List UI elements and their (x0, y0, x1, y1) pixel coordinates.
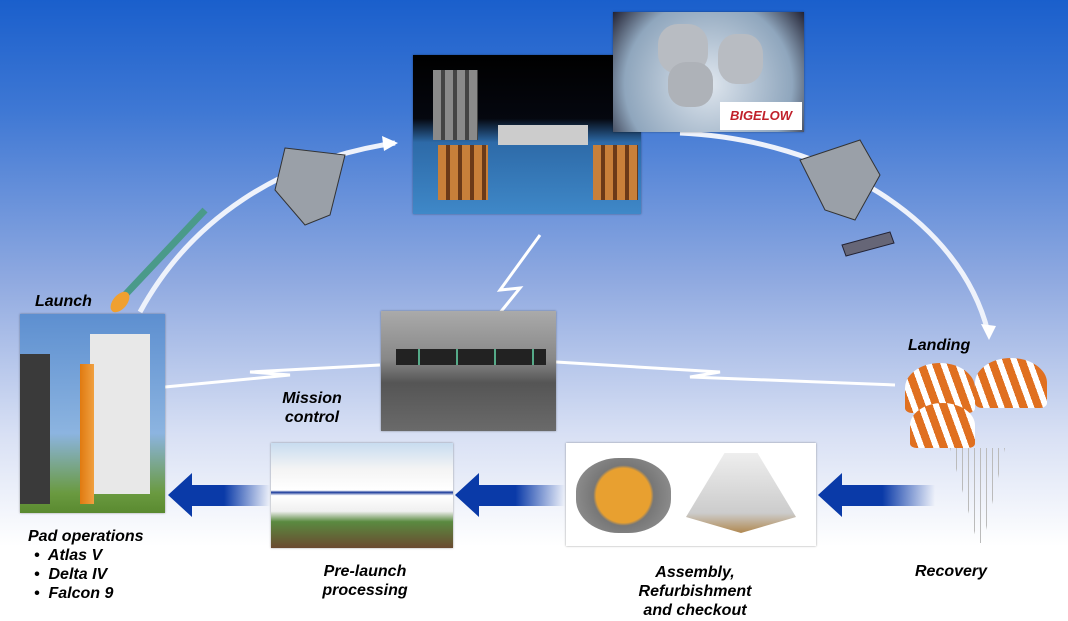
flow-arrow (168, 473, 270, 517)
flow-arrow (455, 473, 565, 517)
assembly-line1: Assembly, (655, 564, 735, 581)
vehicle-list: • Atlas V • Delta IV • Falcon 9 (28, 546, 144, 603)
pad-operations-title: Pad operations (28, 528, 144, 545)
prelaunch-facility-photo (271, 443, 453, 548)
mission-control-line2: control (284, 409, 340, 426)
prelaunch-line1: Pre-launch (323, 563, 407, 580)
bigelow-photo: BIGELOW (613, 12, 804, 132)
pad-operations-label: Pad operations • Atlas V • Delta IV • Fa… (28, 527, 144, 603)
mission-control-line1: Mission (282, 390, 342, 407)
rocket-icon (110, 207, 208, 313)
assembly-line2: Refurbishment (638, 583, 752, 600)
assembly-photo (566, 443, 816, 546)
flow-arrow (818, 473, 935, 517)
heat-shield-icon (841, 231, 895, 257)
prelaunch-label: Pre-launch processing (305, 562, 425, 600)
landing-label: Landing (908, 337, 971, 354)
launch-pad-photo (20, 314, 165, 513)
capsule-icon (799, 139, 881, 221)
launch-label: Launch (35, 293, 92, 310)
iss-photo (413, 55, 641, 214)
prelaunch-line2: processing (322, 582, 408, 599)
assembly-line3: and checkout (643, 602, 747, 619)
mission-control-label: Mission control (277, 389, 347, 427)
capsule-icon (274, 147, 346, 226)
recovery-label: Recovery (915, 563, 988, 580)
assembly-label: Assembly, Refurbishment and checkout (625, 563, 765, 620)
mission-control-photo (381, 311, 556, 431)
vehicle-item: • Delta IV (34, 566, 108, 583)
vehicle-item: • Falcon 9 (34, 585, 114, 602)
vehicle-item: • Atlas V (34, 547, 103, 564)
bigelow-logo: BIGELOW (720, 102, 802, 130)
parachutes-photo (900, 358, 1050, 555)
